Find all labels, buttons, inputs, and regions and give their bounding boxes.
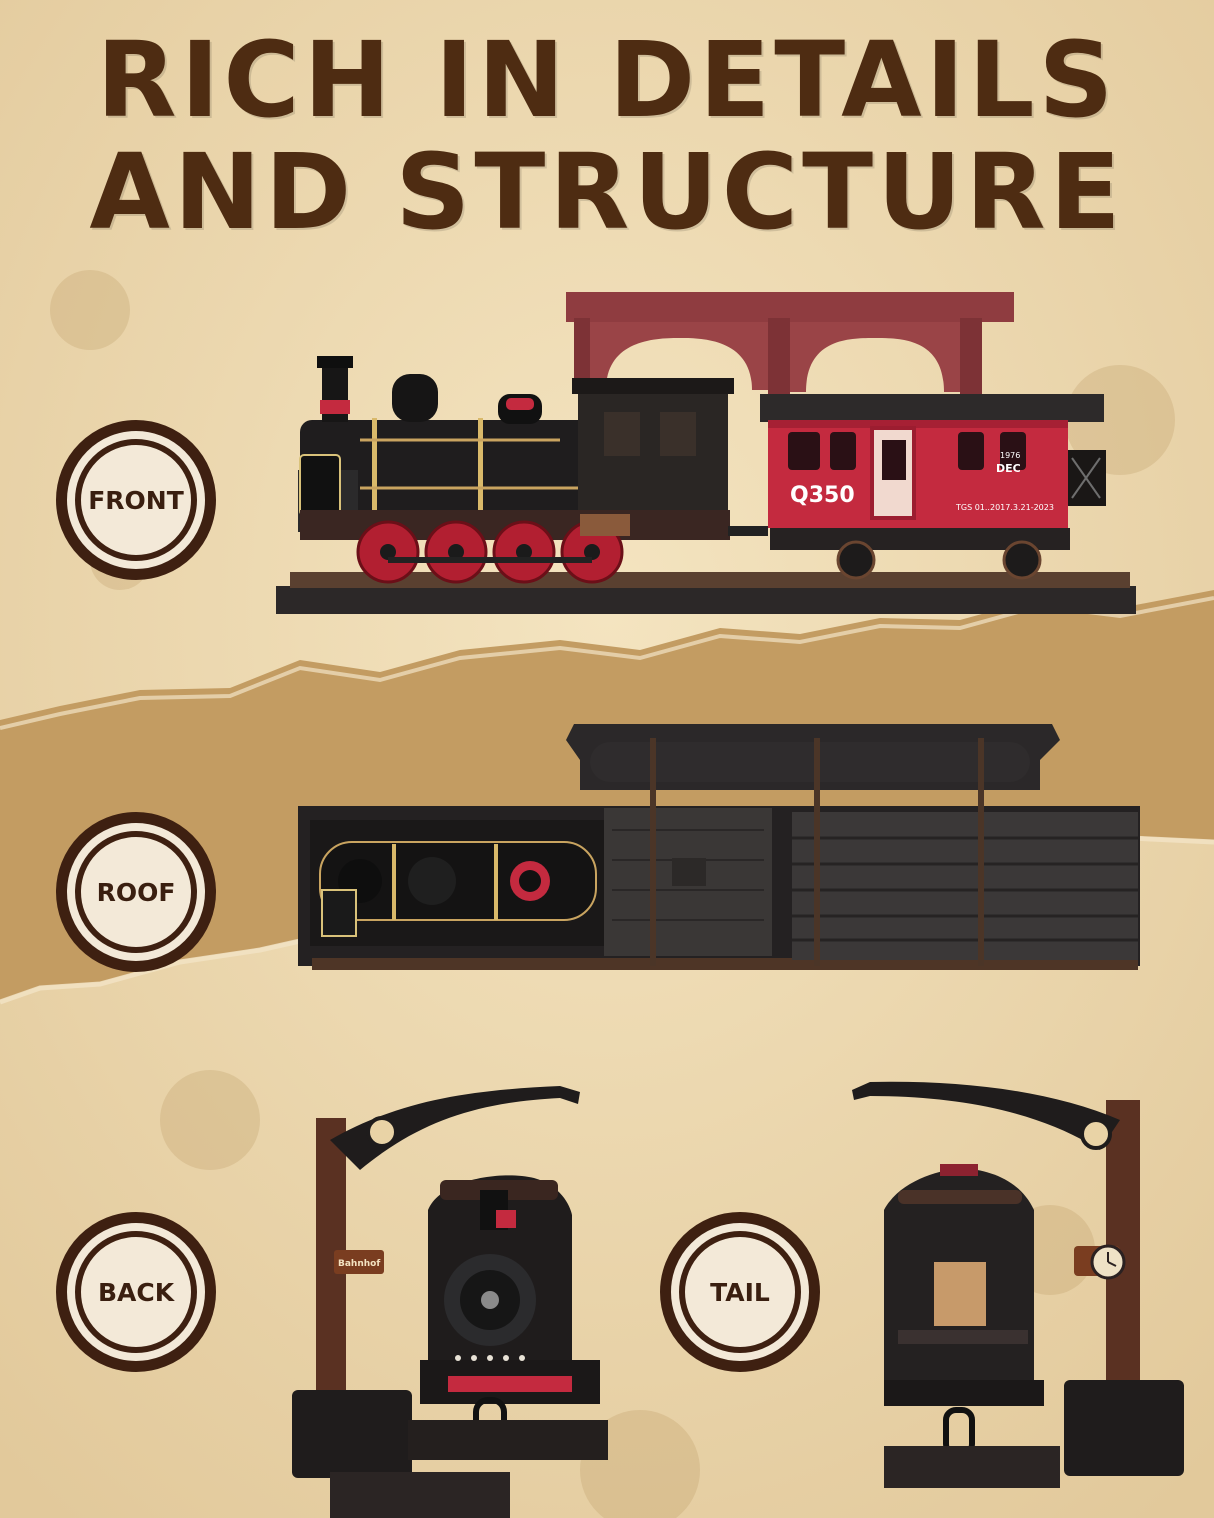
tail-view-badge: TAIL (660, 1212, 820, 1372)
tail-view-label: TAIL (710, 1277, 770, 1307)
car-serial-label: TGS 01..2017.3.21-2023 (955, 503, 1054, 512)
headline-line-1: RICH IN DETAILS (96, 19, 1118, 141)
car-year-label: 1976 (1000, 451, 1020, 460)
red-passenger-car: Q350 1976 DEC TGS 01..2017.3.21-2023 (760, 394, 1106, 580)
front-view-badge: FRONT (56, 420, 216, 580)
back-view-badge: BACK (56, 1212, 216, 1372)
roof-view-label: ROOF (96, 877, 176, 907)
locomotive-front-face (408, 1175, 608, 1460)
car-number-label: Q350 (790, 483, 855, 508)
car-month-label: DEC (996, 462, 1021, 475)
display-base (276, 586, 1136, 614)
station-arcade-frame (566, 292, 1014, 398)
front-view-label: FRONT (88, 485, 184, 515)
boiler-top (310, 820, 606, 946)
car-rear-face (884, 1164, 1060, 1488)
locomotive (298, 356, 734, 584)
roof-view-badge: ROOF (56, 812, 216, 972)
headline-line-2: AND STRUCTURE (89, 131, 1125, 253)
back-view-label: BACK (97, 1277, 175, 1307)
station-sign-label: Bahnhof (338, 1259, 380, 1269)
